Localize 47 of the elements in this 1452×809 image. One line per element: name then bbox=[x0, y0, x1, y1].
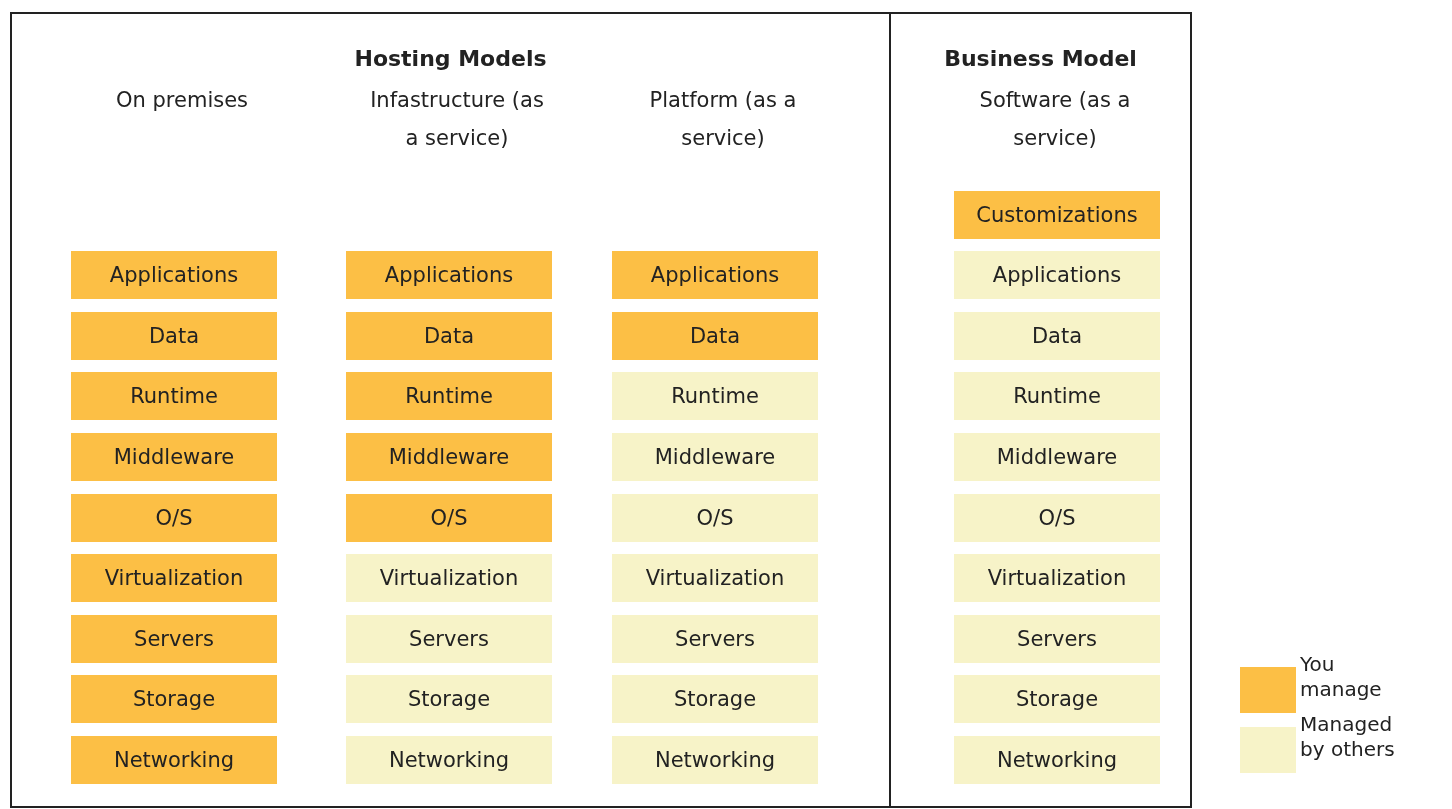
column-header: On premises bbox=[115, 87, 249, 114]
column-header: Software (as a service) bbox=[978, 87, 1132, 152]
layer-box: O/S bbox=[954, 493, 1160, 542]
layer-box: Virtualization bbox=[612, 554, 818, 603]
column-header: Platform (as a service) bbox=[648, 87, 798, 152]
layer-box: Runtime bbox=[346, 372, 552, 421]
layer-box: Networking bbox=[954, 736, 1160, 784]
layer-box: Applications bbox=[71, 251, 277, 300]
layer-box: Storage bbox=[346, 675, 552, 724]
layer-box: Servers bbox=[954, 614, 1160, 663]
layer-box: Runtime bbox=[71, 372, 277, 421]
layer-box: Virtualization bbox=[71, 554, 277, 603]
layer-box: Storage bbox=[71, 675, 277, 724]
layer-box: Servers bbox=[612, 614, 818, 663]
panel-frame bbox=[10, 12, 891, 808]
panel-heading: Hosting Models bbox=[353, 46, 548, 71]
layer-box: Networking bbox=[612, 736, 818, 784]
column-header: Infastructure (as a service) bbox=[369, 87, 545, 152]
layer-box: Virtualization bbox=[346, 554, 552, 603]
layer-box: Data bbox=[612, 311, 818, 360]
layer-box: O/S bbox=[71, 493, 277, 542]
layer-box: Storage bbox=[612, 675, 818, 724]
layer-box: Middleware bbox=[71, 433, 277, 481]
layer-box: Virtualization bbox=[954, 554, 1160, 603]
panel-heading: Business Model bbox=[943, 46, 1138, 71]
layer-box: Customizations bbox=[954, 190, 1160, 239]
layer-box: Applications bbox=[954, 251, 1160, 300]
layer-box: Servers bbox=[71, 614, 277, 663]
legend-label: Managed by others bbox=[1300, 712, 1396, 762]
layer-box: Networking bbox=[71, 736, 277, 784]
legend-label: You manage bbox=[1300, 652, 1383, 702]
layer-box: Networking bbox=[346, 736, 552, 784]
layer-box: Middleware bbox=[346, 433, 552, 481]
layer-box: Storage bbox=[954, 675, 1160, 724]
layer-box: Middleware bbox=[954, 433, 1160, 481]
layer-box: O/S bbox=[612, 493, 818, 542]
layer-box: O/S bbox=[346, 493, 552, 542]
layer-box: Data bbox=[71, 311, 277, 360]
layer-box: Servers bbox=[346, 614, 552, 663]
layer-box: Applications bbox=[346, 251, 552, 300]
layer-box: Runtime bbox=[612, 372, 818, 421]
layer-box: Data bbox=[954, 311, 1160, 360]
layer-box: Applications bbox=[612, 251, 818, 300]
layer-box: Data bbox=[346, 311, 552, 360]
panel-frame bbox=[889, 12, 1192, 808]
layer-box: Runtime bbox=[954, 372, 1160, 421]
layer-box: Middleware bbox=[612, 433, 818, 481]
